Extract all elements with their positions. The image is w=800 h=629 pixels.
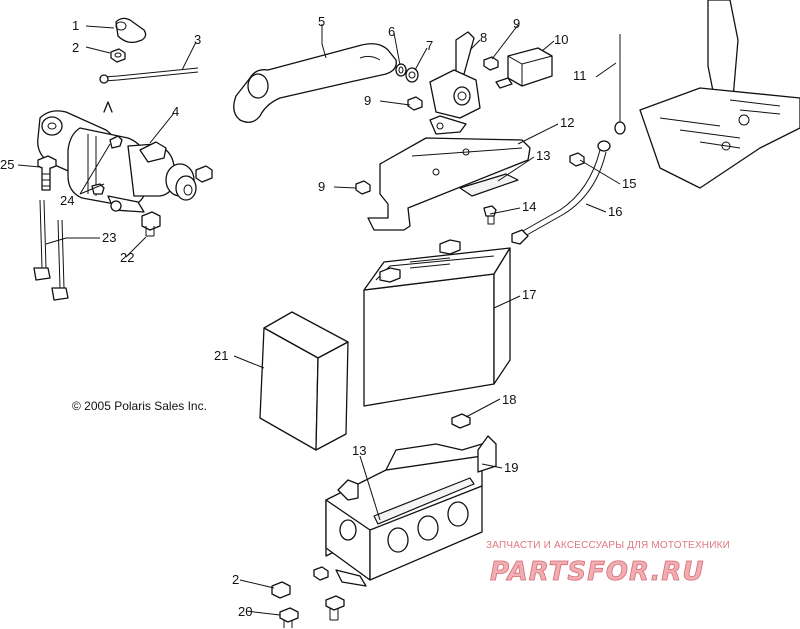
leader-lines	[17, 24, 621, 616]
part-15-nut	[569, 152, 585, 167]
watermark: ЗАПЧАСТИ И АКСЕССУАРЫ ДЛЯ МОТОТЕХНИКИ PA…	[486, 540, 730, 587]
callout-25: 25	[0, 157, 14, 172]
watermark-brand: PARTSFOR.RU	[490, 557, 704, 587]
part-17-battery	[363, 239, 511, 407]
callout-4: 4	[172, 104, 179, 119]
callout-labels: 1 2 3 4 5 6 7 8 9 10 11 12 13 14 15 16 1…	[0, 14, 636, 619]
callout-9-middle: 9	[364, 93, 371, 108]
callout-16: 16	[608, 204, 622, 219]
callout-20: 20	[238, 604, 252, 619]
callout-3: 3	[194, 32, 201, 47]
part-7-washer	[405, 67, 419, 83]
callout-11: 11	[573, 68, 587, 83]
part-16-battery-cable	[511, 140, 611, 245]
part-8-solenoid	[429, 31, 481, 135]
part-10-relay	[495, 47, 553, 89]
watermark-tagline: ЗАПЧАСТИ И АКСЕССУАРЫ ДЛЯ МОТОТЕХНИКИ	[486, 540, 730, 551]
part-2-nut-top	[110, 48, 126, 63]
callout-24: 24	[60, 193, 74, 208]
callout-5: 5	[318, 14, 325, 29]
callout-15: 15	[622, 176, 636, 191]
part-4-starter-motor	[37, 101, 213, 213]
part-5-cable-boot	[233, 43, 397, 123]
callout-10: 10	[554, 32, 568, 47]
part-2-nut-bottom	[271, 566, 329, 599]
callout-22: 22	[120, 250, 134, 265]
part-6-washer	[395, 63, 407, 77]
callout-2-bottom: 2	[232, 572, 239, 587]
part-25-bolt	[37, 155, 57, 191]
callout-13-lower: 13	[352, 443, 366, 458]
copyright-notice: © 2005 Polaris Sales Inc.	[72, 399, 207, 413]
part-14-screw	[483, 205, 497, 225]
callout-8: 8	[480, 30, 487, 45]
part-20-bolts	[279, 595, 345, 628]
callout-7: 7	[426, 38, 433, 53]
part-9-nut-middle	[407, 96, 423, 111]
part-21-cover-box	[259, 311, 349, 451]
callout-2: 2	[72, 40, 79, 55]
callout-12: 12	[560, 115, 574, 130]
callout-13-upper: 13	[536, 148, 550, 163]
part-13-pad-upper	[459, 173, 519, 197]
part-22-bolt	[141, 211, 161, 237]
part-3-cable	[99, 67, 199, 84]
callout-6: 6	[388, 24, 395, 39]
part-9-nut-lower	[355, 180, 371, 195]
callout-14: 14	[522, 199, 536, 214]
part-19-battery-tray	[325, 435, 497, 587]
callout-23: 23	[102, 230, 116, 245]
callout-17: 17	[522, 287, 536, 302]
callout-9-lower: 9	[318, 179, 325, 194]
callout-19: 19	[504, 460, 518, 475]
callout-1: 1	[72, 18, 79, 33]
callout-18: 18	[502, 392, 516, 407]
part-13-pad-lower	[373, 477, 475, 525]
callout-9-upper: 9	[513, 16, 520, 31]
part-11-frame	[614, 0, 800, 189]
part-9-nut-upper	[483, 56, 499, 71]
part-23-straps	[33, 199, 69, 301]
part-18-screw	[451, 413, 471, 429]
part-1-terminal-cap	[115, 17, 147, 44]
callout-21: 21	[214, 348, 228, 363]
